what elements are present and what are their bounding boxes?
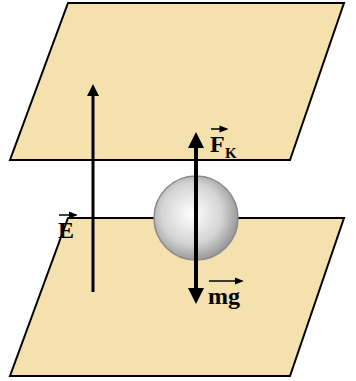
vector-sign <box>209 280 242 282</box>
field-arrow <box>92 90 95 292</box>
coulomb-force-arrow <box>194 140 198 218</box>
upper-plate <box>10 3 344 160</box>
vector-sign <box>59 214 76 216</box>
vector-sign <box>211 128 227 130</box>
force-label: F <box>210 132 225 156</box>
field-label: E <box>58 218 74 242</box>
gravity-arrow <box>194 218 198 296</box>
weight-label: mg <box>208 284 240 308</box>
force-subscript: K <box>225 146 237 161</box>
